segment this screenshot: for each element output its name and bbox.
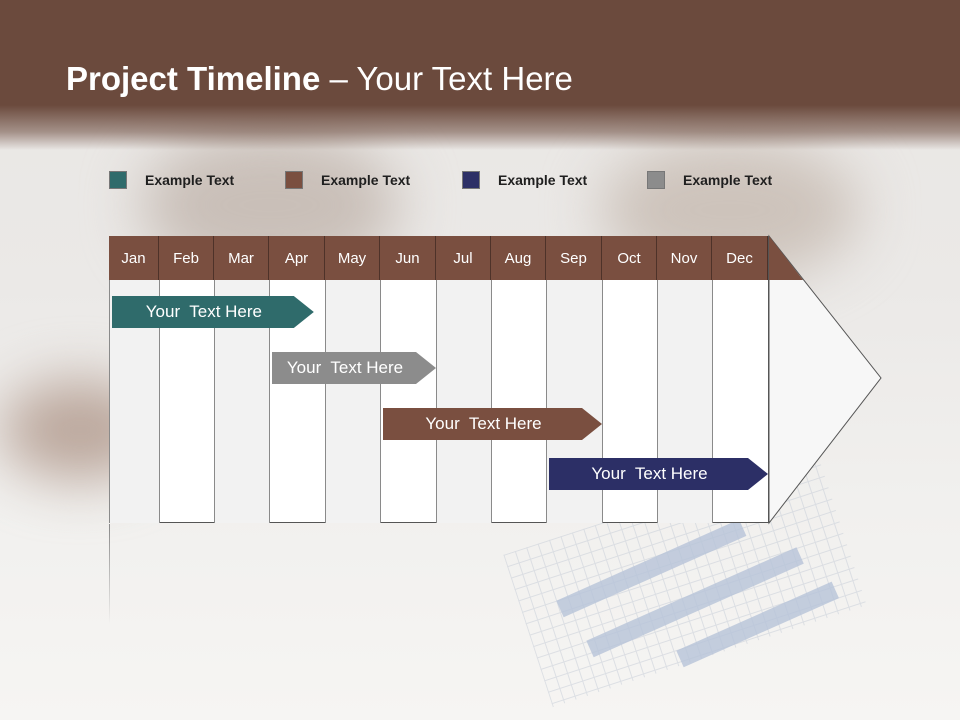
month-column (491, 236, 546, 523)
month-label-may: May (325, 236, 380, 280)
task-bar[interactable]: Your Text Here (272, 352, 436, 384)
task-label: Your Text Here (145, 302, 263, 321)
legend-item: Example Text (285, 170, 410, 190)
title-bold: Project Timeline (66, 60, 321, 97)
month-label-jun: Jun (380, 236, 436, 280)
timeline-arrow-head (768, 234, 882, 525)
legend-swatch (285, 171, 303, 189)
legend-swatch (462, 171, 480, 189)
month-label-nov: Nov (657, 236, 712, 280)
month-label-dec: Dec (712, 236, 768, 280)
month-column (436, 236, 491, 523)
month-column (214, 236, 269, 523)
month-column (159, 236, 214, 523)
task-label: Your Text Here (286, 358, 404, 377)
page-title: Project Timeline – Your Text Here (66, 60, 573, 98)
legend-label: Example Text (321, 172, 411, 188)
legend-item: Example Text (462, 170, 587, 190)
legend-label: Example Text (498, 172, 588, 188)
header-banner: Project Timeline – Your Text Here (0, 0, 960, 150)
month-label-jan: Jan (109, 236, 159, 280)
legend-swatch (647, 171, 665, 189)
month-label-feb: Feb (159, 236, 214, 280)
legend-label: Example Text (145, 172, 235, 188)
month-column (109, 236, 159, 523)
month-label-jul: Jul (436, 236, 491, 280)
month-column (269, 236, 325, 523)
month-column (602, 236, 657, 523)
legend-swatch (109, 171, 127, 189)
legend-label: Example Text (683, 172, 773, 188)
timeline-reflection (109, 524, 110, 624)
legend-item: Example Text (109, 170, 234, 190)
task-bar[interactable]: Your Text Here (549, 458, 768, 490)
task-label: Your Text Here (591, 464, 708, 483)
month-label-apr: Apr (269, 236, 325, 280)
month-label-mar: Mar (214, 236, 269, 280)
legend-item: Example Text (647, 170, 772, 190)
task-label: Your Text Here (425, 414, 542, 433)
month-label-sep: Sep (546, 236, 602, 280)
task-bar[interactable]: Your Text Here (112, 296, 314, 328)
month-column (712, 236, 768, 523)
title-rest: – Your Text Here (320, 60, 573, 97)
month-label-oct: Oct (602, 236, 657, 280)
task-bar[interactable]: Your Text Here (383, 408, 602, 440)
month-label-aug: Aug (491, 236, 546, 280)
